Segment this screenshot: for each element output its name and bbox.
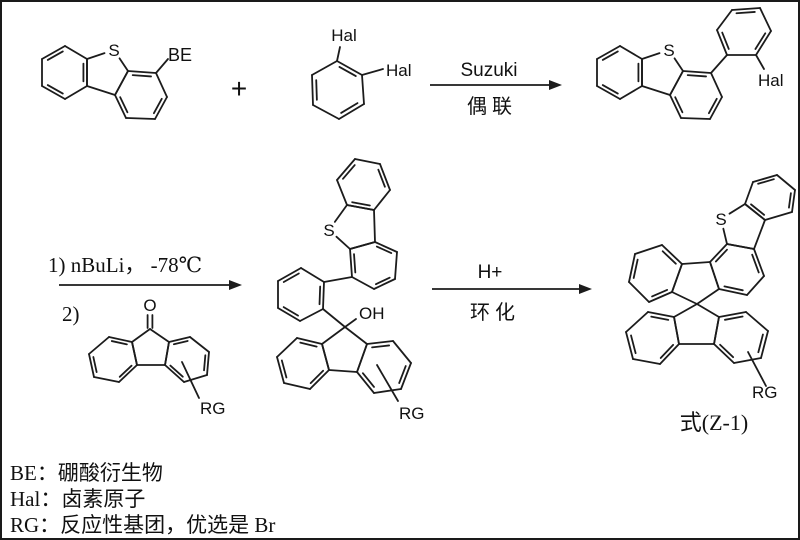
nbuli-conditions: 1) nBuLi， -78℃ — [48, 253, 202, 277]
nbuli-arrow — [59, 280, 242, 290]
oh-label-intermediate: OH — [359, 304, 385, 323]
legend-be: BE：硼酸衍生物 — [10, 461, 163, 485]
rg-label-fluorenone: RG — [200, 399, 226, 418]
sulfur-label-intermediate: S — [323, 221, 334, 240]
legend-rg: RG：反应性基团，优选是 Br — [10, 513, 275, 537]
suzuki-arrow — [430, 80, 562, 90]
coupling-label: 偶联 — [467, 95, 517, 118]
plus-sign: + — [231, 73, 247, 104]
sulfur-label-product1: S — [663, 41, 674, 60]
product-formula-label: 式(Z-1) — [680, 410, 748, 435]
sulfur-label-reactant: S — [108, 41, 119, 60]
hal-label-top: Hal — [331, 26, 357, 45]
step2-label: 2) — [62, 302, 80, 326]
legend-hal: Hal：卤素原子 — [10, 487, 145, 511]
sulfur-label-product2: S — [715, 210, 726, 229]
hal-label-right: Hal — [386, 61, 412, 80]
molecule-bonds — [41, 7, 796, 402]
suzuki-label: Suzuki — [460, 60, 517, 81]
cyclization-label: 环化 — [470, 301, 520, 324]
rg-label-product2: RG — [752, 383, 778, 402]
hal-label-product1: Hal — [758, 71, 784, 90]
oxygen-label-fluorenone: O — [143, 296, 156, 315]
cyclization-arrow — [432, 284, 592, 294]
rg-label-intermediate: RG — [399, 404, 425, 423]
be-label-reactant: BE — [168, 45, 192, 65]
acid-label: H+ — [478, 262, 503, 283]
